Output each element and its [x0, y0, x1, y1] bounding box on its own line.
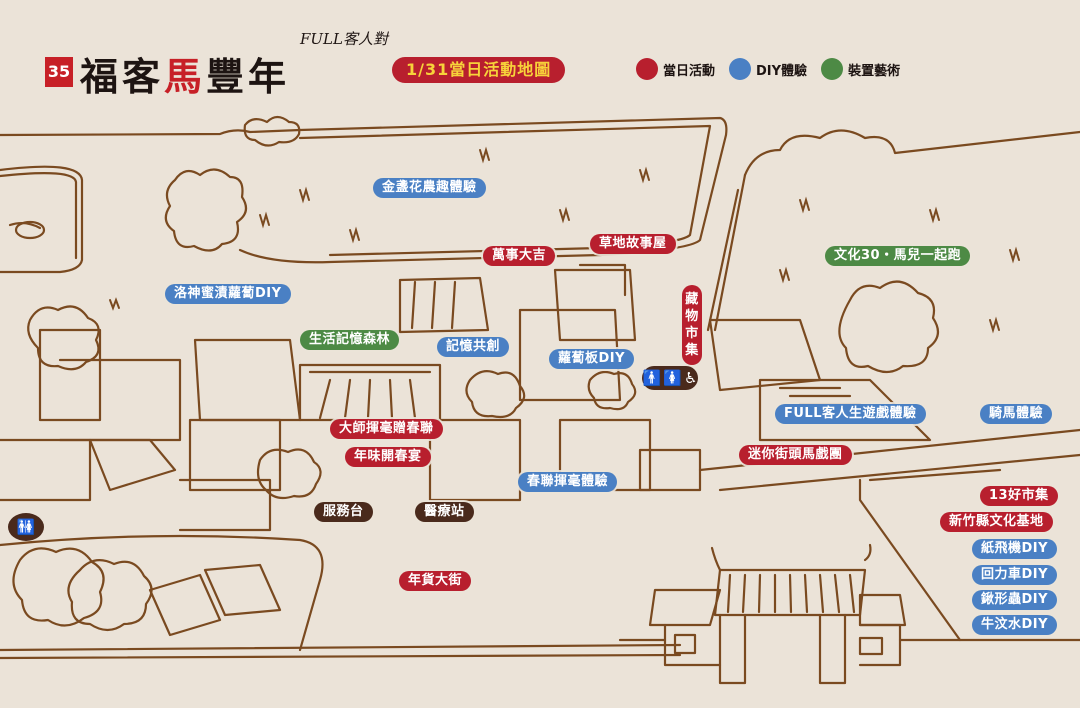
label-wanshi-daji[interactable]: 萬事大吉 — [483, 246, 556, 266]
label-new-year-feast[interactable]: 年味開春宴 — [345, 447, 431, 467]
date-banner: 1/31當日活動地圖 — [392, 57, 566, 83]
event-title: 福客馬豐年 — [80, 46, 290, 101]
label-13-market[interactable]: 13好市集 — [980, 486, 1058, 506]
legend-item-daily: 當日活動 — [636, 58, 715, 80]
restroom-accessible-badge[interactable]: 🚹 🚺 ♿ — [642, 366, 698, 390]
wheelchair-icon: ♿ — [683, 369, 698, 387]
label-hsinchu-culture-base[interactable]: 新竹縣文化基地 — [940, 512, 1053, 532]
label-hidden-market[interactable]: 藏物市集 — [682, 285, 702, 365]
label-roselle-radish-diy[interactable]: 洛神蜜漬蘿蔔DIY — [165, 284, 291, 304]
legend-label: 當日活動 — [663, 63, 716, 79]
label-mini-street-circus[interactable]: 迷你街頭馬戲團 — [739, 445, 852, 465]
label-culture30-horse-run[interactable]: 文化30・馬兒一起跑 — [825, 246, 971, 266]
label-horse-riding[interactable]: 騎馬體驗 — [980, 404, 1053, 424]
label-memory-forest[interactable]: 生活記憶森林 — [300, 330, 400, 350]
legend-label: 裝置藝術 — [848, 63, 901, 79]
label-marigold-farm[interactable]: 金盞花農趣體驗 — [373, 178, 486, 198]
label-new-year-street[interactable]: 年貨大街 — [399, 571, 472, 591]
female-restroom-icon: 🚺 — [663, 369, 682, 387]
label-grass-story-house[interactable]: 草地故事屋 — [590, 234, 676, 254]
blue-dot-icon — [729, 58, 752, 80]
label-full-life-game[interactable]: FULL客人生遊戲體驗 — [775, 404, 926, 424]
label-medical-station[interactable]: 醫療站 — [415, 502, 474, 522]
legend-item-installation: 裝置藝術 — [821, 58, 900, 80]
restroom-icon: 🚻 — [16, 518, 36, 536]
label-service-desk[interactable]: 服務台 — [314, 502, 373, 522]
green-dot-icon — [821, 58, 844, 80]
anniversary-logo: 35 — [45, 57, 73, 87]
label-couplet-calligraphy-experience[interactable]: 春聯揮毫體驗 — [518, 472, 618, 492]
title-horse-accent: 馬 — [164, 55, 207, 99]
label-master-calligraphy[interactable]: 大師揮毫贈春聯 — [330, 419, 443, 439]
title-post: 豐年 — [206, 55, 291, 99]
title-pre: 福客 — [80, 55, 165, 99]
label-paper-plane-diy[interactable]: 紙飛機DIY — [972, 539, 1058, 559]
label-pullback-car-diy[interactable]: 回力車DIY — [972, 565, 1058, 585]
legend-label: DIY體驗 — [756, 63, 808, 79]
handwritten-subtitle: FULL客人對 — [300, 30, 388, 48]
label-memory-cocreation[interactable]: 記憶共創 — [437, 337, 510, 357]
restroom-badge-left[interactable]: 🚻 — [8, 513, 44, 541]
legend-item-diy: DIY體驗 — [729, 58, 807, 80]
label-radish-board-diy[interactable]: 蘿蔔板DIY — [549, 349, 635, 369]
legend: 當日活動 DIY體驗 裝置藝術 — [636, 58, 906, 80]
label-cow-wading-diy[interactable]: 牛汶水DIY — [972, 615, 1058, 635]
label-stag-beetle-diy[interactable]: 鍬形蟲DIY — [972, 590, 1058, 610]
red-dot-icon — [636, 58, 658, 80]
male-restroom-icon: 🚹 — [642, 369, 662, 387]
